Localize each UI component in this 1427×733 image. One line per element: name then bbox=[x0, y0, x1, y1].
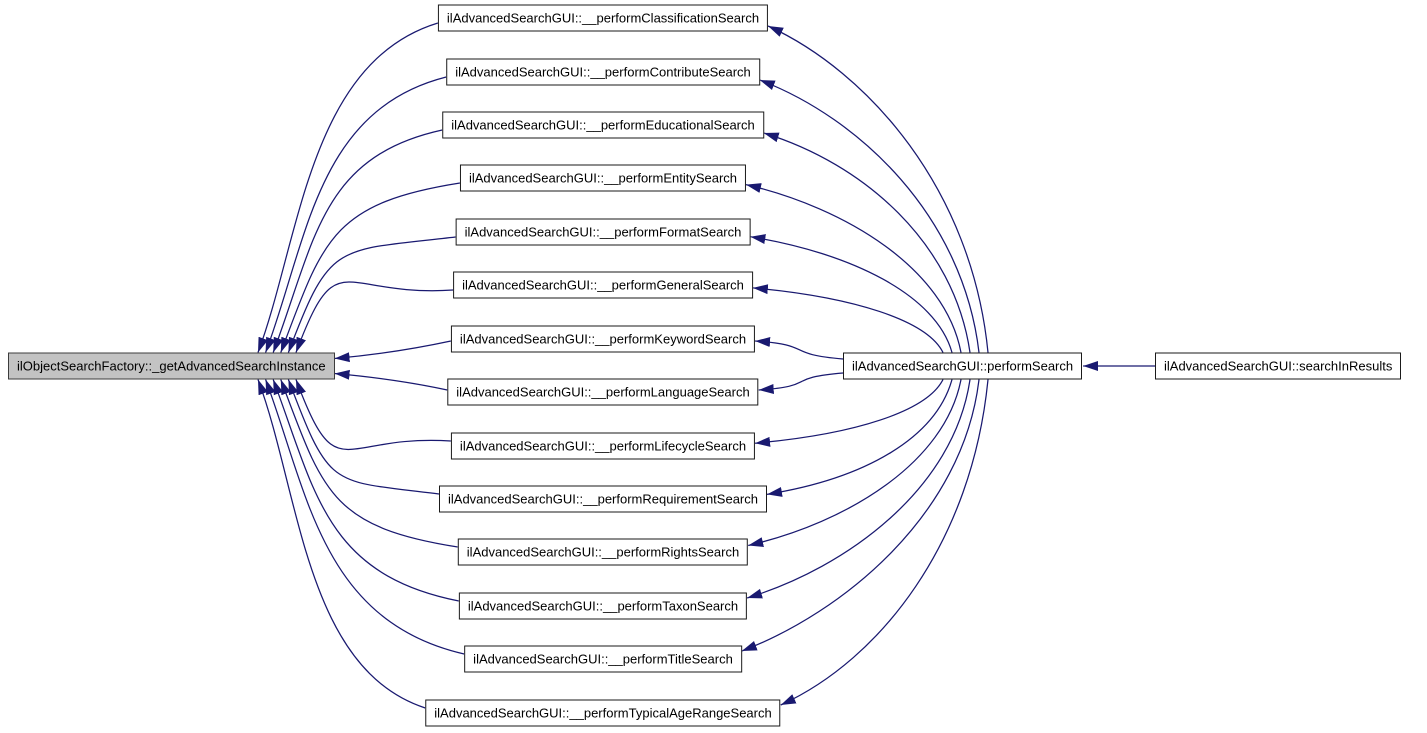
edge-m3-to-factory bbox=[280, 182, 461, 353]
node-requirement-search[interactable]: ilAdvancedSearchGUI::__performRequiremen… bbox=[439, 485, 767, 513]
node-title-search[interactable]: ilAdvancedSearchGUI::__performTitleSearc… bbox=[464, 645, 742, 673]
edge-performSearch-to-m12 bbox=[741, 379, 980, 652]
node-entity-search[interactable]: ilAdvancedSearchGUI::__performEntitySear… bbox=[459, 164, 747, 192]
node-general-search[interactable]: ilAdvancedSearchGUI::__performGeneralSea… bbox=[453, 271, 753, 299]
node-contribute-search[interactable]: ilAdvancedSearchGUI::__performContribute… bbox=[446, 58, 760, 86]
node-taxon-search[interactable]: ilAdvancedSearchGUI::__performTaxonSearc… bbox=[458, 592, 748, 620]
edge-performSearch-to-m7 bbox=[758, 372, 844, 394]
node-rights-search[interactable]: ilAdvancedSearchGUI::__performRightsSear… bbox=[457, 538, 749, 566]
edge-performSearch-to-m13 bbox=[780, 379, 989, 706]
edge-m13-to-factory bbox=[257, 379, 426, 709]
node-typical-age-range-search[interactable]: ilAdvancedSearchGUI::__performTypicalAge… bbox=[425, 699, 781, 727]
edge-m2-to-factory bbox=[272, 129, 443, 353]
node-classification-search[interactable]: ilAdvancedSearchGUI::__performClassifica… bbox=[437, 4, 769, 32]
edge-performSearch-to-m9 bbox=[766, 379, 953, 497]
edge-performSearch-to-m0 bbox=[767, 25, 989, 353]
node-get-advanced-search-instance: ilObjectSearchFactory::_getAdvancedSearc… bbox=[8, 352, 335, 380]
node-lifecycle-search[interactable]: ilAdvancedSearchGUI::__performLifecycleS… bbox=[450, 432, 756, 460]
edge-performSearch-to-m5 bbox=[752, 284, 944, 353]
edge-m6-to-factory bbox=[334, 340, 452, 363]
edge-m7-to-factory bbox=[334, 369, 448, 391]
node-format-search[interactable]: ilAdvancedSearchGUI::__performFormatSear… bbox=[455, 218, 751, 246]
edge-performSearch-to-m11 bbox=[746, 379, 971, 599]
node-language-search[interactable]: ilAdvancedSearchGUI::__performLanguageSe… bbox=[447, 378, 759, 406]
edge-performSearch-to-m6 bbox=[755, 337, 844, 360]
edge-performSearch-to-m2 bbox=[763, 132, 971, 353]
edge-performSearch-to-m8 bbox=[755, 379, 944, 447]
edge-m8-to-factory bbox=[295, 379, 451, 451]
node-educational-search[interactable]: ilAdvancedSearchGUI::__performEducationa… bbox=[442, 111, 764, 139]
edge-performSearch-to-m10 bbox=[748, 379, 962, 547]
edge-performSearch-to-m4 bbox=[750, 234, 953, 353]
edge-m1-to-factory bbox=[265, 76, 447, 353]
node-keyword-search[interactable]: ilAdvancedSearchGUI::__performKeywordSea… bbox=[450, 325, 756, 353]
node-search-in-results[interactable]: ilAdvancedSearchGUI::searchInResults bbox=[1155, 352, 1402, 380]
edge-m5-to-factory bbox=[295, 281, 454, 353]
edge-m10-to-factory bbox=[280, 379, 458, 548]
edge-m4-to-factory bbox=[287, 236, 456, 353]
edge-m0-to-factory bbox=[257, 22, 439, 353]
edge-m9-to-factory bbox=[287, 379, 440, 495]
edge-performSearch-to-m3 bbox=[745, 183, 962, 353]
edge-m12-to-factory bbox=[265, 379, 465, 655]
edge-performSearch-to-m1 bbox=[759, 79, 980, 353]
edge-m11-to-factory bbox=[272, 379, 459, 602]
node-perform-search[interactable]: ilAdvancedSearchGUI::performSearch bbox=[843, 352, 1083, 380]
